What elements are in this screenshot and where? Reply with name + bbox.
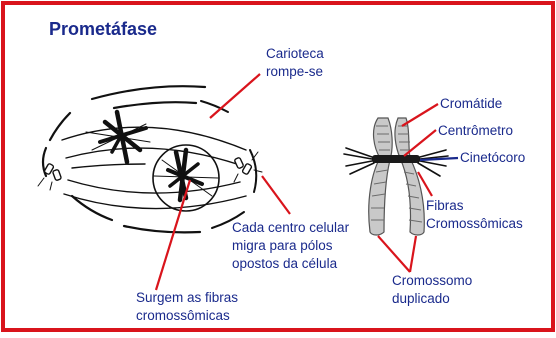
label-fibras-surgem-line2: cromossômicas <box>136 308 230 323</box>
label-cromatide: Cromátide <box>440 96 502 111</box>
label-carioteca-line2: rompe-se <box>266 64 323 79</box>
label-fibras-surgem-line1: Surgem as fibras <box>136 290 238 305</box>
duplicated-chromosome <box>343 117 449 236</box>
leader-fibras-surgem <box>154 179 192 291</box>
leader-fibras-cromossomicas <box>417 171 433 197</box>
page-title: Prometáfase <box>49 19 157 39</box>
cell-drawing <box>37 85 263 234</box>
chromosomal-fibres <box>343 147 449 177</box>
leader-centromero <box>403 129 437 157</box>
leader-cromatide <box>401 103 439 127</box>
label-centro-line3: opostos da célula <box>232 256 338 271</box>
leader-cromossomo-b <box>408 235 418 273</box>
label-centromero: Centrômetro <box>438 123 513 138</box>
leader-carioteca <box>209 73 261 119</box>
nuclear-envelope-fragments <box>41 85 258 234</box>
kinetochore-band <box>372 155 420 163</box>
centriole-left <box>37 163 62 191</box>
label-cromossomo-line2: duplicado <box>392 291 450 306</box>
chromosome-cluster-right <box>153 147 219 203</box>
label-fibras-cromossomicas-line1: Fibras <box>426 198 464 213</box>
label-cinetocoro: Cinetócoro <box>460 150 525 165</box>
leader-cinetocoro <box>419 156 459 162</box>
label-carioteca-line1: Carioteca <box>266 46 324 61</box>
spindle-arcs <box>61 126 247 210</box>
label-fibras-cromossomicas-line2: Cromossômicas <box>426 216 523 231</box>
leader-cromossomo-a <box>377 235 411 273</box>
label-cromossomo-line1: Cromossomo <box>392 273 472 288</box>
chromatid-left <box>368 117 393 236</box>
figure-border <box>1 1 555 332</box>
nucleus-circle <box>152 144 220 212</box>
leader-centro-celular <box>261 175 291 215</box>
label-centro-line2: migra para pólos <box>232 238 333 253</box>
chromosome-cluster-left <box>85 109 151 165</box>
leader-lines <box>154 73 459 291</box>
centriole-right <box>233 151 263 183</box>
label-centro-line1: Cada centro celular <box>232 220 350 235</box>
